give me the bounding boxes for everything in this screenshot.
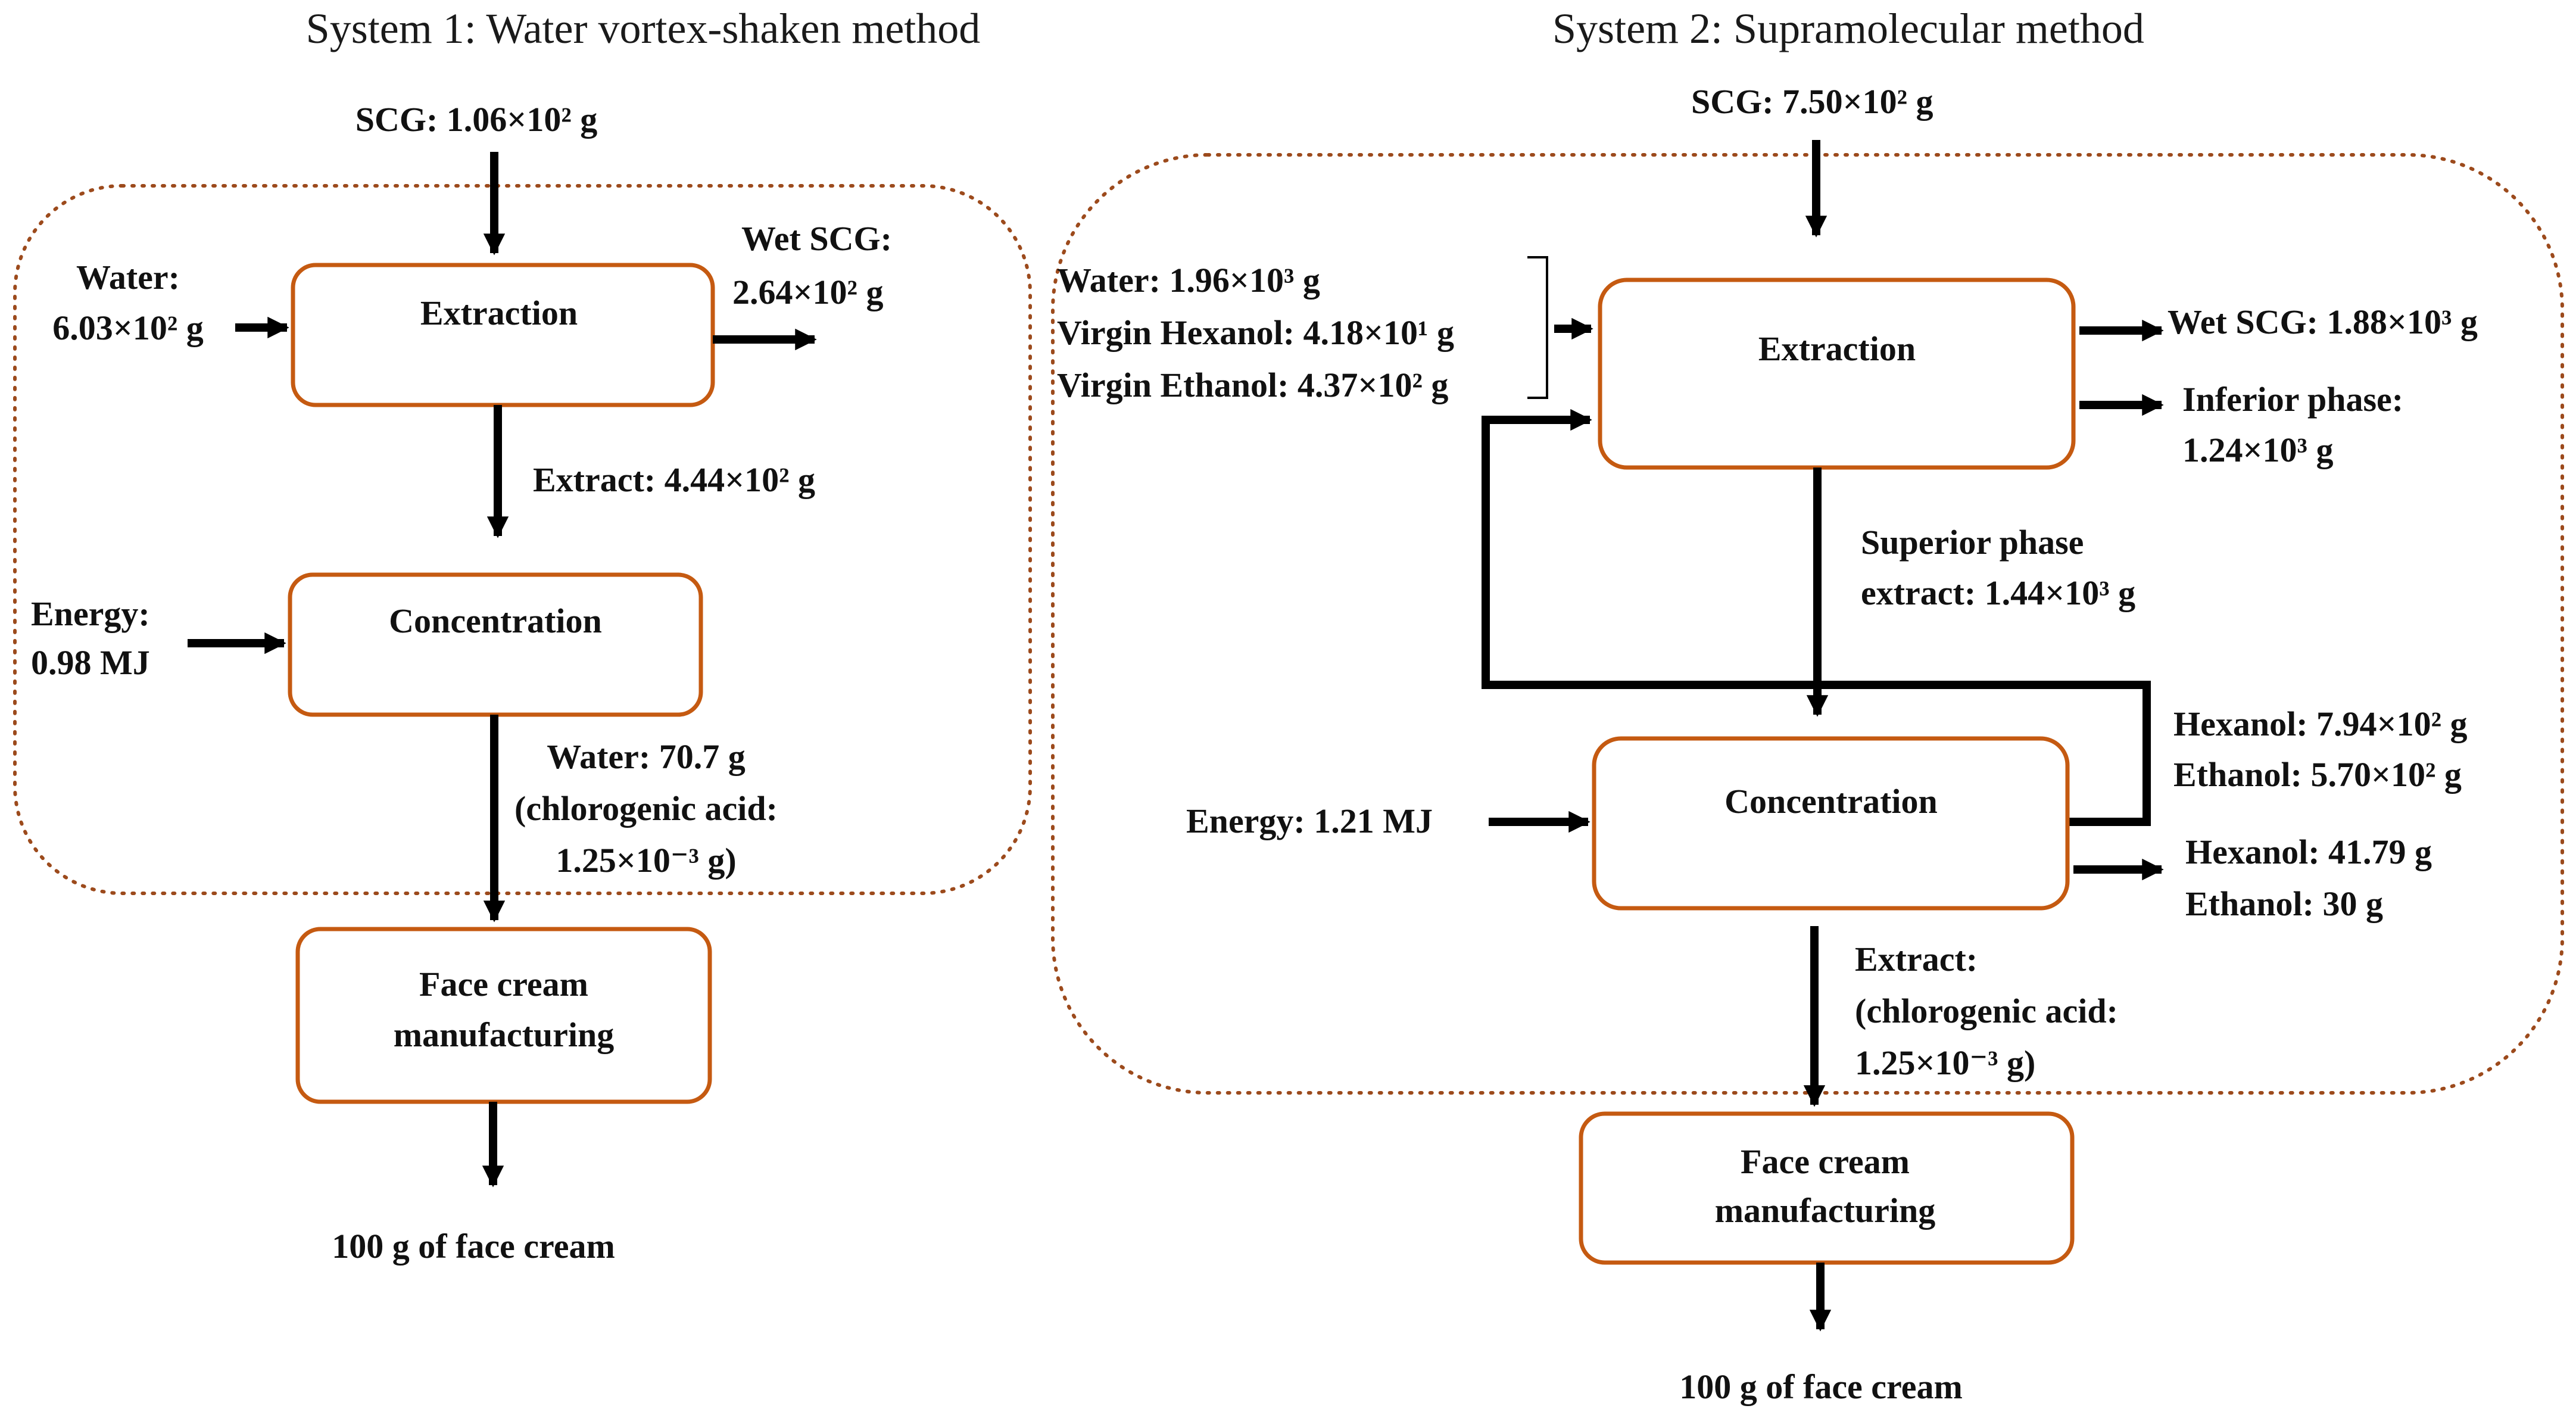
system1-wet-scg-label: Wet SCG:2.64×10² g (732, 219, 892, 311)
system1-water-input-label: Water:6.03×10² g (52, 258, 203, 347)
system1-extract-label: Extract: 4.44×10² g (533, 460, 815, 499)
system2-face-cream-box (1579, 1111, 2075, 1265)
system2-extraction-box (1598, 278, 2076, 470)
system2-inferior-phase-label: Inferior phase:1.24×10³ g (2182, 380, 2403, 469)
system2-title: System 2: Supramolecular method (1552, 5, 2144, 52)
system1-extraction-box (291, 263, 715, 407)
system2-final-output: 100 g of face cream (1679, 1367, 1963, 1406)
system1-final-output: 100 g of face cream (332, 1227, 615, 1266)
system1-concentration-box (288, 572, 703, 717)
system1-water-output-label: Water: 70.7 g(chlorogenic acid:1.25×10⁻³… (514, 737, 778, 880)
system2-inputs-bracket (1527, 256, 1548, 399)
system1-energy-label: Energy:0.98 MJ (31, 594, 150, 682)
system2-extract-label: Extract:(chlorogenic acid:1.25×10⁻³ g) (1855, 940, 2118, 1082)
system2-scg-input-label: SCG: 7.50×10² g (1691, 82, 1933, 121)
system2-energy-label: Energy: 1.21 MJ (1186, 802, 1433, 840)
system1: System 1: Water vortex-shaken method SCG… (13, 5, 1032, 1266)
system2-concentration-box (1592, 736, 2070, 911)
system2-concentration-label: Concentration (1724, 782, 1938, 821)
system1-extraction-label: Extraction (420, 294, 578, 332)
system2: System 2: Supramolecular method SCG: 7.5… (1051, 5, 2564, 1406)
system2-recycle-loop (1482, 409, 2151, 826)
system1-scg-input-label: SCG: 1.06×10² g (355, 100, 598, 139)
system1-concentration-label: Concentration (389, 602, 602, 640)
system2-wet-scg-label: Wet SCG: 1.88×10³ g (2168, 303, 2478, 341)
system1-boundary (13, 184, 1032, 895)
system1-face-cream-box (295, 927, 712, 1104)
system1-title: System 1: Water vortex-shaken method (306, 5, 981, 52)
system2-extraction-label: Extraction (1758, 329, 1916, 368)
